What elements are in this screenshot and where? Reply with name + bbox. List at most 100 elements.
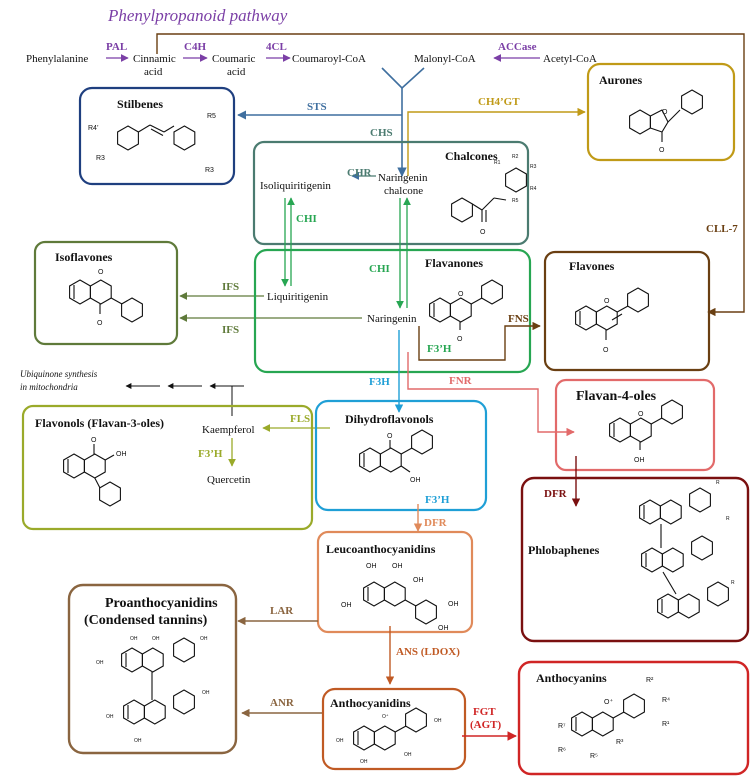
class-flavanones: Flavanones — [425, 256, 483, 270]
enzyme-ifs-bottom: IFS — [222, 324, 239, 336]
enzyme-chr: CHR — [347, 167, 373, 179]
proantho-oh-4: OH — [96, 660, 104, 666]
compound-naringenin: Naringenin — [367, 313, 417, 325]
compound-malonyl-coa: Malonyl-CoA — [414, 53, 476, 65]
class-anthocyanins: Anthocyanins — [536, 671, 607, 685]
box-phlobaphenes — [520, 476, 750, 643]
enzyme-chi-right: CHI — [369, 263, 390, 275]
box-leucoanthocyanidins — [316, 530, 474, 634]
flavan4ole-ring-oxygen: O — [638, 411, 644, 418]
stilbene-r3a: R3 — [96, 155, 105, 162]
flavonol-oxo: O — [91, 437, 97, 444]
proantho-oh-2: OH — [152, 636, 160, 642]
anthocyanidin-oh-3: OH — [404, 752, 412, 758]
enzyme-dfr-phlobaphenes: DFR — [544, 488, 568, 500]
chalcone-r2: R2 — [512, 154, 519, 160]
class-phlobaphenes: Phlobaphenes — [528, 543, 600, 557]
flavonol-structure — [63, 444, 121, 507]
anthocyanidin-oh-1: OH — [434, 718, 442, 724]
anthocyanin-r2: R² — [646, 677, 654, 684]
dihydroflavonol-structure — [359, 429, 433, 473]
chalcone-structure — [451, 167, 527, 223]
compound-phenylalanine: Phenylalanine — [26, 53, 88, 65]
box-anthocyanins — [517, 660, 750, 776]
enzyme-f3h-flavonols: F3’H — [198, 448, 223, 460]
leuco-oh-3: OH — [413, 577, 424, 584]
aurone-ring-oxygen: O — [662, 109, 668, 116]
enzyme-anr: ANR — [270, 697, 295, 709]
dihydroflavonol-oxo: O — [387, 433, 393, 440]
enzyme-f3h-dihydroflavonols: F3’H — [425, 494, 450, 506]
isoflavone-oxo: O — [97, 320, 103, 327]
box-flavan4oles — [554, 378, 716, 472]
leuco-oh-4: OH — [341, 602, 352, 609]
compound-coumaric-acid: Coumaric — [212, 53, 255, 65]
compound-kaempferol: Kaempferol — [202, 424, 255, 436]
enzyme-ifs-top: IFS — [222, 281, 239, 293]
box-anthocyanidins — [321, 687, 467, 771]
enzyme-fnr: FNR — [449, 375, 473, 387]
box-stilbenes — [78, 86, 236, 186]
enzyme-chi-left: CHI — [296, 213, 317, 225]
class-stilbenes: Stilbenes — [117, 97, 163, 111]
compound-coumaroyl-coa: Coumaroyl-CoA — [292, 53, 366, 65]
flavan4ole-oh: OH — [634, 457, 645, 464]
phlobaphene-structure — [639, 487, 729, 619]
compound-quercetin: Quercetin — [207, 474, 251, 486]
leuco-oh-6: OH — [438, 625, 449, 632]
flavanone-structure — [429, 279, 503, 330]
arrow-fnr — [407, 352, 575, 437]
chalcone-r4: R4 — [530, 186, 537, 192]
enzyme-fgt: FGT — [473, 706, 496, 718]
enzyme-dfr-leuco: DFR — [424, 517, 448, 529]
class-chalcones: Chalcones — [445, 149, 498, 163]
class-flavones: Flavones — [569, 259, 615, 273]
enzyme-lar: LAR — [270, 605, 294, 617]
phlobaphene-r3: R — [731, 580, 735, 586]
class-aurones: Aurones — [599, 73, 642, 87]
anthocyanin-r1: R¹ — [662, 721, 670, 728]
compound-liquiritigenin: Liquiritigenin — [267, 291, 329, 303]
leuco-oh-5: OH — [448, 601, 459, 608]
flavone-structure — [575, 287, 649, 340]
leucoanthocyanidin-structure — [363, 581, 437, 625]
box-flavanones — [253, 248, 532, 374]
stilbene-r3b: R3 — [205, 167, 214, 174]
anthocyanin-structure — [571, 693, 645, 737]
proantho-oh-3: OH — [200, 636, 208, 642]
anthocyanin-oxonium: O⁺ — [604, 698, 613, 706]
isoflavone-ring-oxygen: O — [98, 269, 104, 276]
arrow-cll7 — [156, 33, 745, 317]
dihydroflavonol-oh: OH — [410, 477, 421, 484]
anthocyanidin-structure — [353, 707, 427, 751]
compound-acetyl-coa: Acetyl-CoA — [543, 53, 597, 65]
compound-isoliquiritigenin: Isoliquiritigenin — [260, 180, 331, 192]
compound-coumaric-acid-2: acid — [227, 66, 246, 78]
class-flavonols: Flavonols (Flavan-3-oles) — [35, 416, 164, 430]
flavanone-ring-oxygen: O — [458, 291, 464, 298]
anthocyanin-r5: R⁵ — [590, 753, 598, 760]
leuco-oh-1: OH — [366, 563, 377, 570]
class-isoflavones: Isoflavones — [55, 250, 113, 264]
enzyme-chs: CHS — [370, 127, 393, 139]
enzyme-c4h: C4H — [184, 41, 206, 53]
proantho-oh-5: OH — [106, 714, 114, 720]
class-leucoanthocyanidins: Leucoanthocyanidins — [326, 542, 436, 556]
enzyme-accase: ACCase — [498, 41, 537, 53]
flavone-ring-oxygen: O — [604, 298, 610, 305]
chalcone-r5: R5 — [512, 198, 519, 204]
box-flavones — [543, 250, 711, 372]
class-anthocyanidins: Anthocyanidins — [330, 696, 411, 710]
enzyme-fls: FLS — [290, 413, 310, 425]
chalcone-r3: R3 — [530, 164, 537, 170]
flavonol-oh: OH — [116, 451, 127, 458]
box-chalcones — [252, 140, 530, 246]
enzyme-fgt-2: (AGT) — [470, 719, 502, 731]
enzyme-4cl: 4CL — [266, 41, 287, 53]
flavan4ole-structure — [609, 399, 683, 450]
phlobaphene-r1: R — [716, 480, 720, 486]
enzyme-fns: FNS — [508, 313, 529, 325]
box-dihydroflavonols — [314, 399, 488, 512]
flavone-oxo: O — [603, 347, 609, 354]
